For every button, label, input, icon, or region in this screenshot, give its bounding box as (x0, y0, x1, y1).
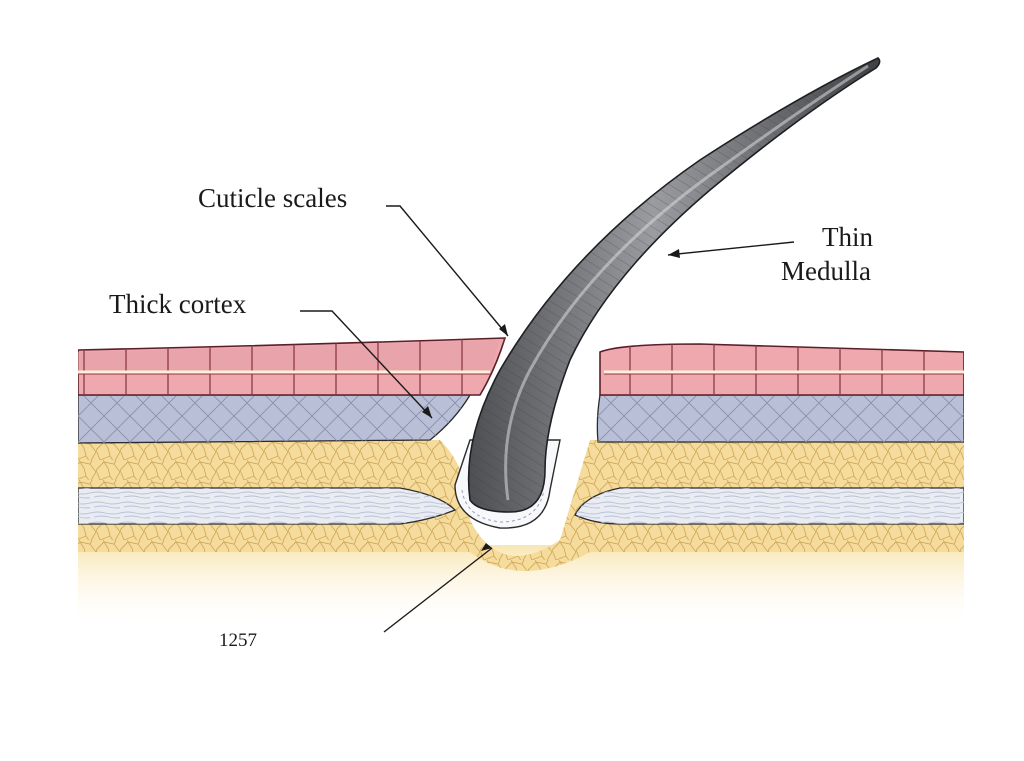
label-thin: Thin (822, 222, 873, 252)
leader-cuticle (386, 205, 509, 337)
leader-lines (300, 205, 795, 633)
leader-medulla (667, 241, 795, 256)
figure-number: 1257 (219, 630, 257, 651)
label-thick-cortex: Thick cortex (109, 289, 247, 319)
leader-cortex (300, 310, 433, 419)
label-cuticle-scales: Cuticle scales (198, 183, 348, 213)
arrowheads (422, 249, 680, 551)
label-medulla: Medulla (781, 256, 871, 286)
leader-bulb (383, 547, 493, 633)
arrow-bulb (481, 543, 492, 551)
arrow-cortex (422, 406, 432, 418)
arrow-cuticle (499, 324, 508, 336)
arrow-medulla (668, 249, 680, 258)
